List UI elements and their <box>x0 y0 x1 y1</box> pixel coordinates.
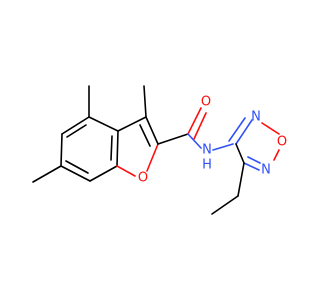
bond-c7-c7a <box>89 165 118 182</box>
amide-nitrogen-label: N <box>202 143 212 158</box>
bond-n5-c4prime-double <box>247 156 261 164</box>
bond-c4prime-c3prime <box>235 143 245 164</box>
bond-c6-methyl <box>32 165 62 183</box>
bond-n2-o1prime <box>261 122 280 135</box>
oxadiazole-oxygen-label: O <box>277 135 287 150</box>
bond-n5-c4prime <box>243 162 260 171</box>
bond-c7a-c3a-double <box>110 135 113 161</box>
bond-ch2-ch3 <box>211 195 239 215</box>
bond-c3-methyl <box>143 85 147 118</box>
furan-ring <box>116 116 159 177</box>
bond-n-c3prime <box>212 143 234 151</box>
bond-c3prime-n2-double <box>228 117 246 142</box>
bond-c4-c5-double <box>66 124 87 138</box>
oxadiazole-ring <box>228 117 280 171</box>
benzene-ring <box>60 116 119 182</box>
ethyl-group <box>211 162 245 215</box>
molecule-structure-diagram: O O N H N O N <box>32 85 287 215</box>
bond-c3-c2 <box>145 116 159 145</box>
bond-carbonyl-o <box>187 107 202 135</box>
bond-c3a-c4 <box>88 116 119 132</box>
bond-c7a-c3a <box>116 130 119 167</box>
carbonyl-oxygen-label: O <box>201 95 211 110</box>
furan-oxygen-label: O <box>138 171 148 186</box>
bond-c3prime-n2 <box>235 119 253 145</box>
atom-labels: O O N H N O N <box>138 95 287 186</box>
oxadiazole-nitrogen-bottom-label: N <box>261 163 271 178</box>
bond-c2-o1 <box>146 143 159 172</box>
bond-carbonyl-n <box>187 133 202 149</box>
bond-carbonyl-o-double <box>193 112 207 140</box>
bond-c6-c7 <box>60 165 91 182</box>
bond-c2-carbonyl <box>157 133 189 145</box>
bond-o1prime-n5 <box>273 149 280 161</box>
bond-c5-c6 <box>60 133 63 167</box>
bond-c3a-c3 <box>117 116 147 132</box>
bond-c3-c2-double <box>139 124 151 147</box>
bond-o1-c7a <box>116 165 136 177</box>
oxadiazole-nitrogen-top-label: N <box>251 110 261 125</box>
amide-group <box>157 107 234 151</box>
bond-c6-c7-double <box>65 160 89 174</box>
bond-c4-c5 <box>61 116 90 135</box>
bond-c4prime-ch2 <box>237 162 245 197</box>
methyl-groups <box>32 85 147 183</box>
amide-hydrogen-label: H <box>202 158 212 173</box>
